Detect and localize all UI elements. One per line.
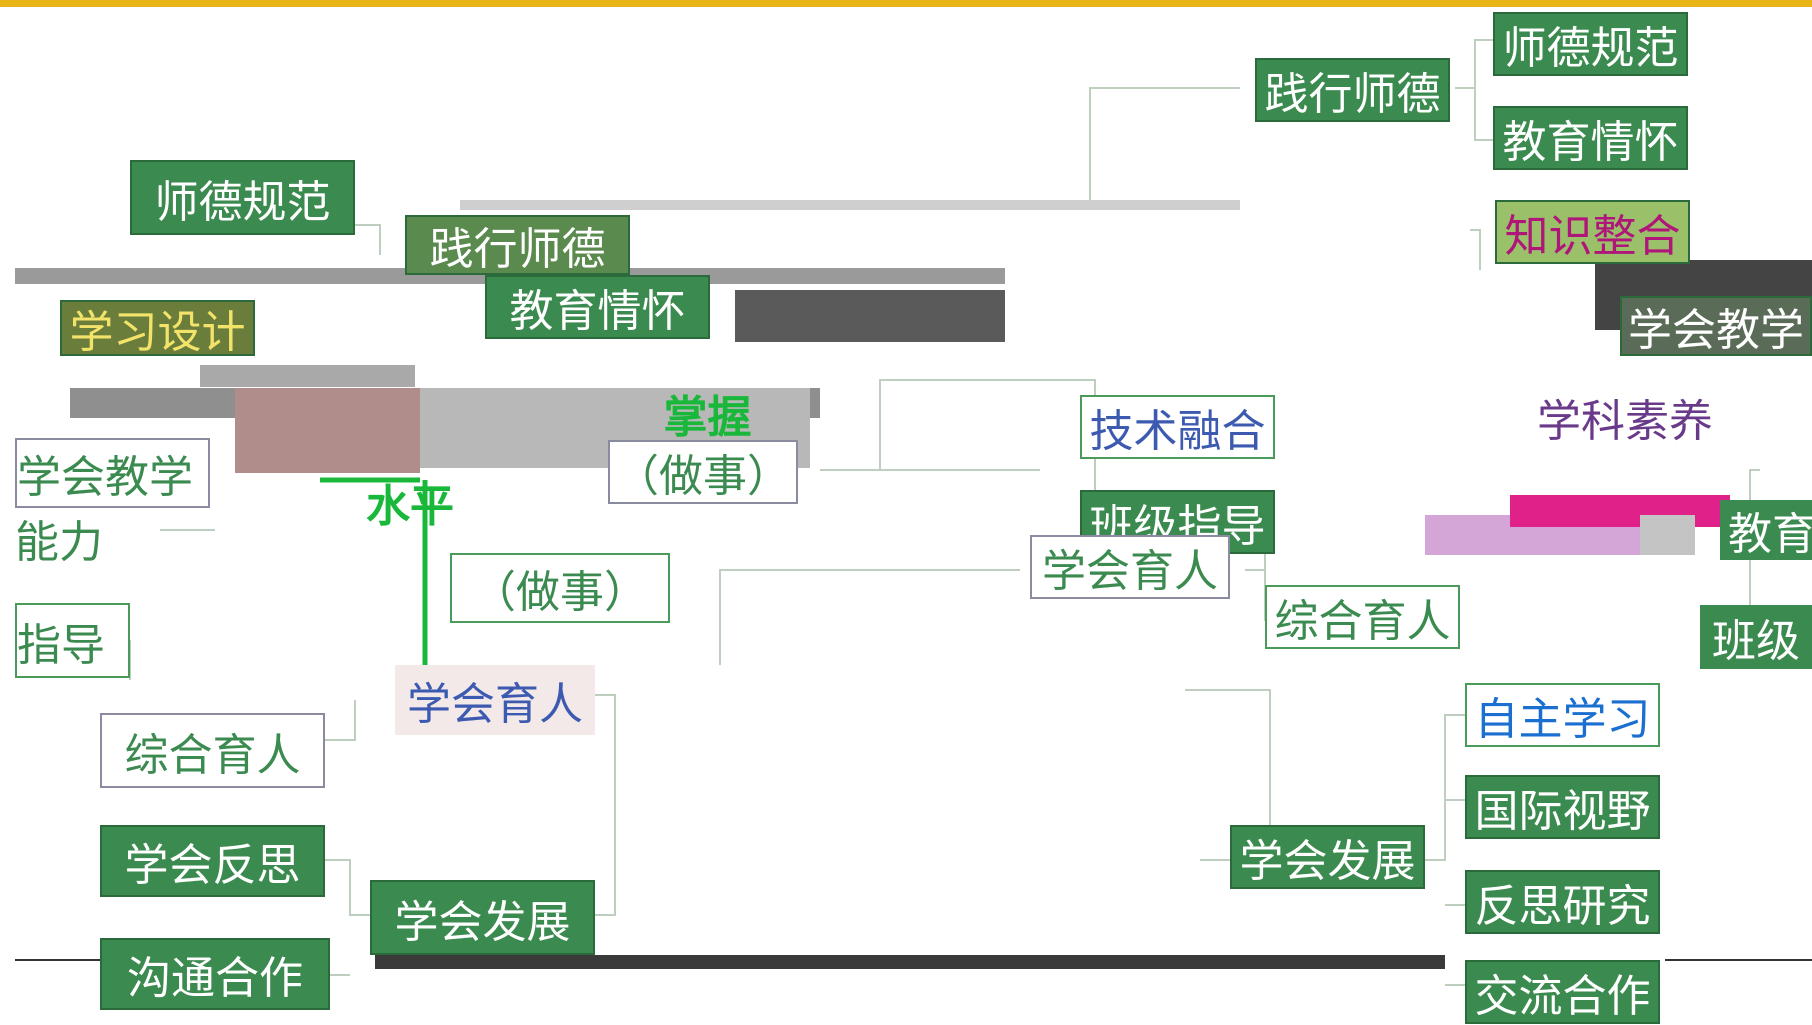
node-fansi-yanjiu-right: 反思研究 xyxy=(1465,870,1660,934)
node-shide-guifan-right: 师德规范 xyxy=(1493,12,1688,76)
node-shuiping-left: 水平 xyxy=(366,481,454,532)
node-guoji-shiye-right: 国际视野 xyxy=(1465,775,1660,839)
node-zonghe-yuren-right: 综合育人 xyxy=(1265,585,1460,649)
top-accent-bar xyxy=(0,0,1812,7)
artifact-bar-11 xyxy=(1640,515,1695,555)
node-zizhu-xuexi-right: 自主学习 xyxy=(1465,683,1660,747)
node-nengli-left: 能力 xyxy=(15,516,103,566)
node-jiaoliu-hezuo-right: 交流合作 xyxy=(1465,960,1660,1024)
node-xuehui-yuren-right: 学会育人 xyxy=(1030,535,1230,599)
node-zhishi-zhenghe-right: 知识整合 xyxy=(1495,200,1690,264)
node-xuehui-fazhan-right: 学会发展 xyxy=(1230,825,1425,889)
node-jiaoyu-qinghuai-right: 教育情怀 xyxy=(1493,106,1688,170)
artifact-bar-5 xyxy=(235,388,420,473)
node-shide-guifan-left: 师德规范 xyxy=(130,160,355,235)
node-jishu-ronghe-right: 技术融合 xyxy=(1080,395,1275,459)
artifact-bar-8 xyxy=(375,955,1445,969)
node-shijian-shide-right: 践行师德 xyxy=(1255,58,1450,122)
node-yu-zhangwo-left: 掌握 xyxy=(663,391,752,441)
node-xuehui-jiaoxue-right: 学会教学 xyxy=(1620,296,1812,356)
node-xuehui-yuren-left: 学会育人 xyxy=(395,665,595,735)
artifact-bar-10 xyxy=(1510,495,1730,527)
node-shijian-shide-left: 践行师德 xyxy=(405,215,630,275)
node-zuoshi-left: （做事） xyxy=(450,553,670,623)
node-xueke-suyang-right: 学科素养 xyxy=(1537,396,1713,447)
node-goutong-hezuo-left: 沟通合作 xyxy=(100,938,330,1010)
node-xuehui-fansi-left: 学会反思 xyxy=(100,825,325,897)
node-zuoshi-right: （做事） xyxy=(608,440,798,504)
artifact-bar-3 xyxy=(735,290,1005,342)
node-jiaoyu-right: 教育 xyxy=(1720,500,1812,560)
node-xuexi-sheji-left: 学习设计 xyxy=(60,300,255,356)
node-xuehui-jiaoxue-left: 学会教学 xyxy=(15,438,210,508)
artifact-bar-1 xyxy=(460,200,1240,210)
artifact-bar-12 xyxy=(200,365,415,387)
node-jiaoyu-qinghuai-left: 教育情怀 xyxy=(485,275,710,339)
node-zonghe-yuren-left: 综合育人 xyxy=(100,713,325,788)
node-zhidao-left: 指导 xyxy=(15,603,130,678)
node-banji-right: 班级 xyxy=(1700,605,1812,669)
node-xuehui-fazhan-left: 学会发展 xyxy=(370,880,595,955)
